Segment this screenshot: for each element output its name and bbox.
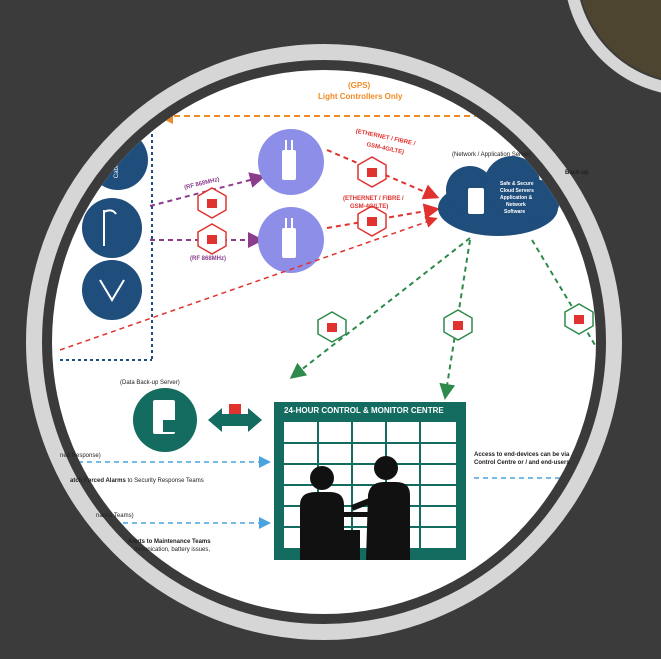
lock-icon bbox=[357, 205, 387, 237]
dispatch-alarms-label: atch Forced Alarms to Security Response … bbox=[70, 478, 204, 484]
ethernet-label-lower-2: GSM-4G/LTE) bbox=[350, 204, 389, 210]
backup-link-arrow bbox=[208, 404, 262, 432]
node-cable-sensor-2 bbox=[82, 260, 142, 320]
access-note-2: Control Centre or / and end-users bbox=[474, 460, 570, 466]
control-centre-title: 24-HOUR CONTROL & MONITOR CENTRE bbox=[284, 406, 444, 415]
rf-label-lower: (RF 868MHz) bbox=[190, 256, 227, 262]
lock-icon bbox=[564, 303, 594, 335]
lock-icon bbox=[197, 223, 227, 255]
cloud-icon bbox=[438, 156, 560, 236]
cloud-text-4: Network bbox=[506, 202, 526, 208]
data-backup-server-icon bbox=[133, 388, 197, 452]
gps-label: (GPS) bbox=[348, 81, 371, 90]
outer-ring bbox=[26, 44, 622, 640]
cloud-text-1: Safe & Secure bbox=[500, 181, 534, 187]
cloud-text-3: Application & bbox=[500, 195, 533, 201]
cloud-text-5: Software bbox=[504, 209, 526, 215]
light-controllers-label: Light Controllers Only bbox=[318, 92, 403, 101]
armed-response-label: ned Response) bbox=[60, 453, 101, 459]
ethernet-link-long bbox=[59, 216, 438, 351]
lock-icon bbox=[197, 187, 227, 219]
access-note-1: Access to end-devices can be via bbox=[474, 452, 570, 458]
people-icon bbox=[300, 456, 410, 560]
phone-icon bbox=[594, 454, 596, 498]
maintenance-teams-label: nance Teams) bbox=[96, 513, 134, 519]
cloud-to-backup-link bbox=[289, 237, 471, 379]
lock-icon bbox=[443, 309, 473, 341]
gateway-icon bbox=[258, 207, 324, 273]
lock-icon bbox=[317, 311, 347, 343]
gateway-icon bbox=[258, 129, 324, 195]
maintenance-alerts-detail: mmunication, battery issues, bbox=[134, 547, 211, 553]
dispatch-alarms-rest: to Security Response Teams bbox=[127, 478, 204, 484]
dispatch-alarms-bold: atch Forced Alarms bbox=[70, 478, 126, 484]
server-icon bbox=[468, 188, 484, 214]
ethernet-label-lower-1: (ETHERNET / FIBRE / bbox=[343, 196, 404, 202]
maintenance-alerts-label: Alerts to Maintenance Teams bbox=[128, 539, 211, 545]
decorative-ring-fill bbox=[582, 0, 661, 79]
data-backup-server-label: (Data Back-up Server) bbox=[120, 380, 180, 386]
cloud-text-2: Cloud Servers bbox=[500, 188, 534, 194]
network-server-title: (Network / Application Server) bbox=[452, 152, 532, 158]
lock-icon bbox=[357, 156, 387, 188]
backup-partial-label: Back-up bbox=[565, 170, 589, 176]
node-street-light bbox=[82, 198, 142, 258]
